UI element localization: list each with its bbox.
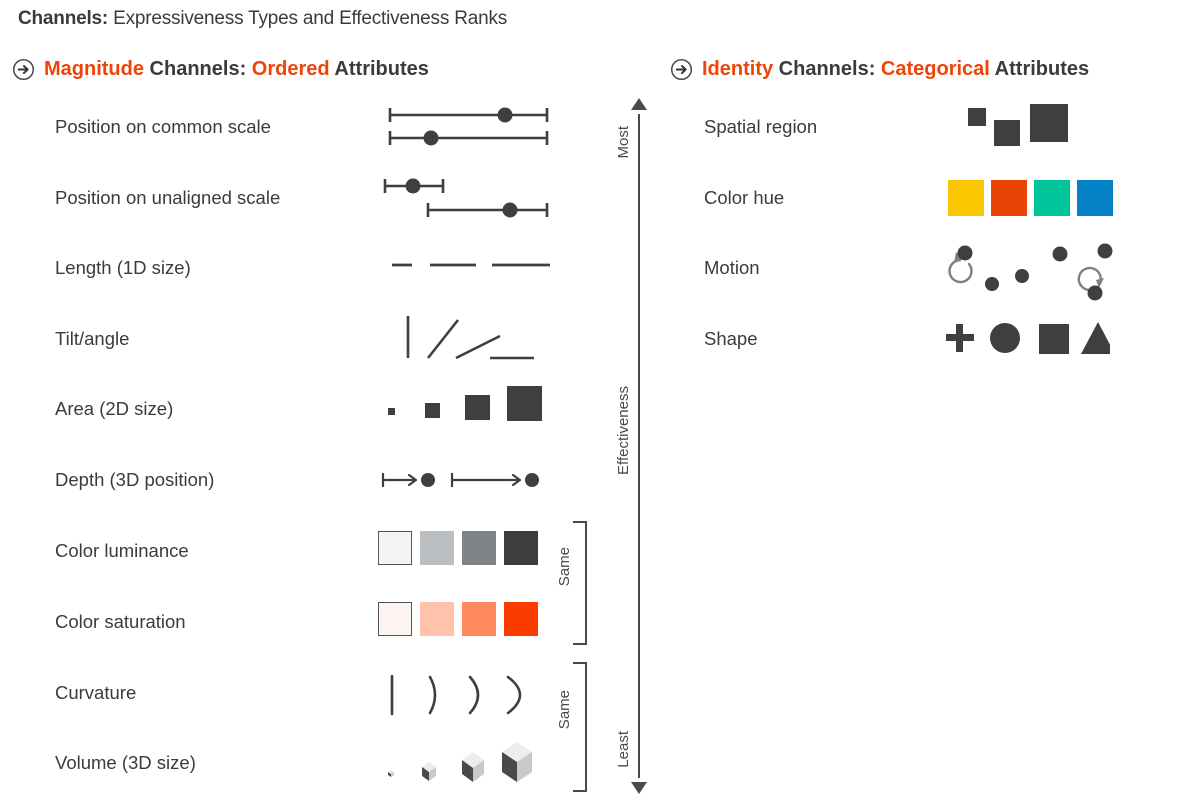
same-bracket-luminance-saturation [573, 521, 587, 645]
axis-label-effectiveness: Effectiveness [615, 386, 632, 475]
row-label-color-saturation: Color saturation [55, 611, 186, 632]
row-label-area: Area (2D size) [55, 398, 174, 419]
row-label-depth: Depth (3D position) [55, 469, 215, 490]
arrow-circle-right-icon [12, 58, 35, 81]
page-title-rest: Expressiveness Types and Effectiveness R… [108, 8, 508, 29]
effectiveness-axis: Most Effectiveness Least [612, 96, 658, 796]
saturation-swatch-4 [504, 602, 538, 636]
row-label-position-common-scale: Position on common scale [55, 116, 271, 137]
hue-swatch-blue [1077, 180, 1113, 216]
axis-line [638, 114, 640, 778]
row-label-motion: Motion [704, 257, 760, 278]
same-bracket-label-1: Same [556, 547, 573, 587]
glyph-two-aligned-range-bars [388, 107, 549, 146]
luminance-swatch-4 [504, 531, 538, 565]
glyph-three-increasing-lines [392, 263, 550, 267]
axis-label-least: Least [615, 731, 632, 768]
section-header-magnitude: Magnitude Channels: Ordered Attributes [12, 58, 429, 81]
glyph-four-increasing-squares [388, 386, 542, 421]
glyph-saturation-ramp-swatches [378, 602, 538, 636]
saturation-swatch-1 [378, 602, 412, 636]
luminance-swatch-1 [378, 531, 412, 565]
glyph-three-offset-squares [968, 104, 1068, 146]
page-title: Channels: Expressiveness Types and Effec… [18, 8, 507, 30]
row-label-position-unaligned-scale: Position on unaligned scale [55, 187, 281, 208]
glyph-four-increasing-cubes [388, 742, 532, 782]
page-title-bold: Channels: [18, 8, 109, 29]
glyph-two-offset-range-bars [383, 178, 549, 218]
row-label-tilt-angle: Tilt/angle [55, 328, 130, 349]
same-bracket-curvature-volume [573, 662, 587, 792]
luminance-swatch-2 [420, 531, 454, 565]
glyph-two-depth-arrows [381, 473, 539, 487]
hue-swatch-orange [991, 180, 1027, 216]
luminance-swatch-3 [462, 531, 496, 565]
arrow-circle-right-icon [670, 58, 693, 81]
row-label-volume: Volume (3D size) [55, 752, 196, 773]
row-label-length: Length (1D size) [55, 257, 191, 278]
glyph-four-curvature-arcs [390, 674, 522, 716]
triangle-up-icon [631, 98, 647, 110]
row-label-shape: Shape [704, 328, 758, 349]
row-label-spatial-region: Spatial region [704, 116, 818, 137]
hue-swatch-teal [1034, 180, 1070, 216]
row-label-curvature: Curvature [55, 682, 137, 703]
saturation-swatch-2 [420, 602, 454, 636]
section-header-identity: Identity Channels: Categorical Attribute… [670, 58, 1089, 81]
hue-swatch-yellow [948, 180, 984, 216]
same-bracket-label-2: Same [556, 690, 573, 730]
glyph-plus-circle-square-triangle [946, 322, 1110, 354]
section-header-identity-text: Identity Channels: Categorical Attribute… [702, 58, 1090, 80]
glyph-grayscale-ramp-swatches [378, 531, 538, 565]
row-label-color-luminance: Color luminance [55, 540, 189, 561]
axis-label-most: Most [615, 126, 632, 159]
row-label-color-hue: Color hue [704, 187, 785, 208]
glyph-four-tilted-lines [406, 316, 534, 360]
saturation-swatch-3 [462, 602, 496, 636]
glyph-moving-dots-with-rotation-arrows [948, 243, 1113, 301]
triangle-down-icon [631, 782, 647, 794]
section-header-magnitude-text: Magnitude Channels: Ordered Attributes [44, 58, 429, 80]
glyph-four-hue-swatches [948, 180, 1113, 216]
